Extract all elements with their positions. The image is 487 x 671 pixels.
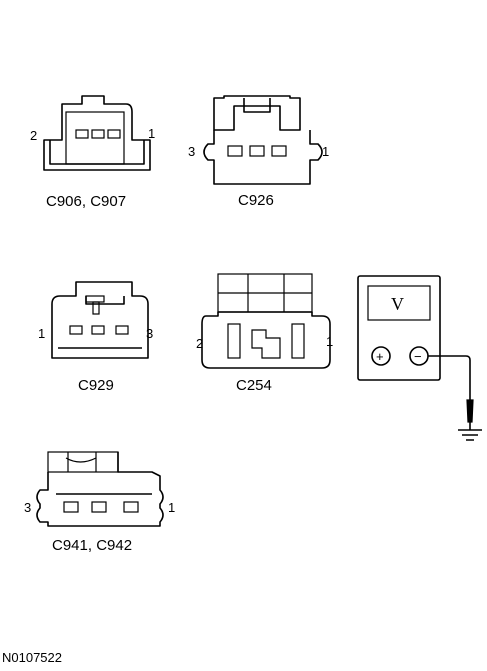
connector-label: C941, C942 xyxy=(52,537,132,554)
pin-label-left: 2 xyxy=(30,128,37,143)
pin-label-right: 1 xyxy=(326,334,333,349)
pin-label-left: 1 xyxy=(38,326,45,341)
connector-c929: 1 3 C929 xyxy=(38,281,153,394)
connector-label: C926 xyxy=(238,192,274,209)
meter-plus-label: + xyxy=(376,349,384,364)
pin-label-right: 1 xyxy=(168,500,175,515)
pin-label-left: 2 xyxy=(196,336,203,351)
meter-display-label: V xyxy=(391,294,404,314)
connector-label: C906, C907 xyxy=(46,193,126,210)
probe-tip xyxy=(466,399,474,423)
connector-c926: 3 1 C926 xyxy=(188,95,329,209)
pin-label-left: 3 xyxy=(24,500,31,515)
pin-label-right: 1 xyxy=(148,126,155,141)
meter-minus-label: − xyxy=(414,349,422,364)
meter-plus-terminal xyxy=(371,346,391,366)
meter-lead-wire xyxy=(428,355,471,400)
connector-c941-c942: 3 1 C941, C942 xyxy=(24,451,175,554)
pin-label-right: 1 xyxy=(322,144,329,159)
pin-label-right: 3 xyxy=(146,326,153,341)
multimeter: V + − xyxy=(357,275,482,441)
reference-code: N0107522 xyxy=(2,650,62,665)
connector-label: C929 xyxy=(78,377,114,394)
pin-label-left: 3 xyxy=(188,144,195,159)
connector-c906-c907: 2 1 C906, C907 xyxy=(30,95,155,210)
ground-icon xyxy=(458,422,482,441)
connector-label: C254 xyxy=(236,377,272,394)
connector-c254: 2 1 C254 xyxy=(196,273,333,394)
